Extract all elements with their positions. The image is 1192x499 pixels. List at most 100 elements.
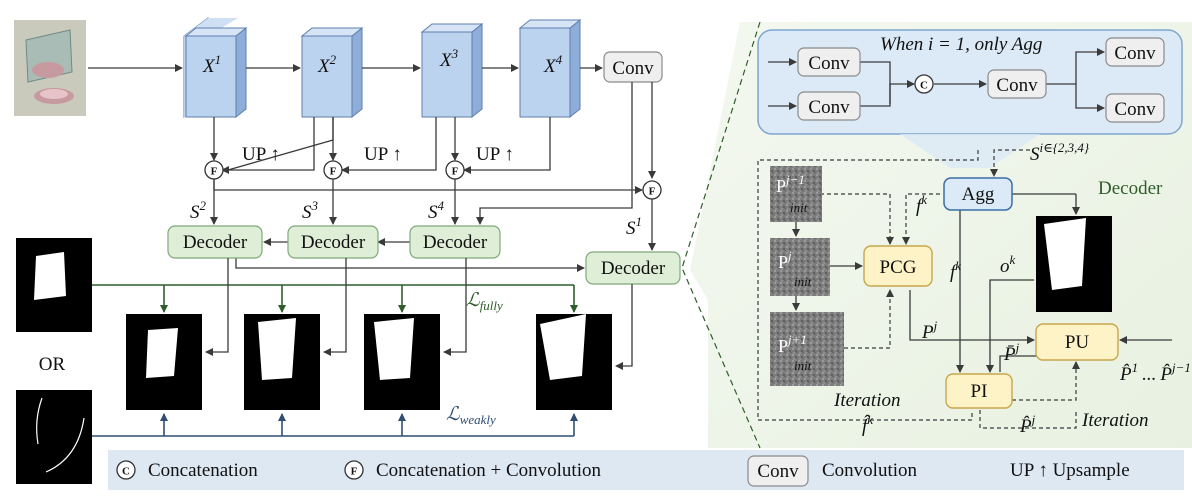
legend-bar bbox=[108, 450, 1184, 490]
pcg-box-label: PCG bbox=[880, 257, 917, 278]
legend-concat: C Concatenation bbox=[116, 460, 258, 481]
decoder-box-3 bbox=[409, 225, 501, 259]
agg-conv-5-label: Conv bbox=[1114, 99, 1156, 120]
svg-text:Pj: Pj bbox=[778, 248, 792, 272]
decoder-box-4-label: Decoder bbox=[601, 258, 666, 279]
conv-box-top bbox=[603, 51, 663, 83]
prior-init-j: Pj init bbox=[770, 238, 830, 296]
pi-box bbox=[945, 373, 1013, 409]
prior-init-j-minus-1: Pj−1 init bbox=[770, 166, 822, 222]
pu-box bbox=[1035, 323, 1119, 361]
phat-sequence-label: P̂1...P̂j−1 bbox=[1119, 360, 1191, 385]
fully-loss-label: ℒfully bbox=[466, 290, 503, 313]
agg-conv-2 bbox=[797, 91, 861, 121]
legend-concat-label: Concatenation bbox=[148, 460, 258, 481]
fusion-node-2: F bbox=[323, 160, 343, 180]
or-label: OR bbox=[39, 354, 66, 375]
decoder-box-2-label: Decoder bbox=[301, 232, 366, 253]
agg-conv-5 bbox=[1105, 93, 1165, 123]
agg-conv-1-label: Conv bbox=[808, 53, 850, 74]
f-k-label-2: fk bbox=[950, 258, 961, 283]
decoder-output-arrows bbox=[205, 258, 633, 370]
decoder-section-label: Decoder bbox=[1098, 178, 1163, 199]
svg-text:Pj−1: Pj−1 bbox=[776, 172, 805, 196]
encoder-block-x4 bbox=[518, 18, 582, 119]
conv-box-top-label: Conv bbox=[612, 58, 654, 79]
svg-text:Conv: Conv bbox=[757, 461, 799, 482]
up-label-3: UP ↑ bbox=[476, 144, 514, 165]
agg-conv-3 bbox=[987, 69, 1047, 99]
agg-conv-1 bbox=[797, 47, 861, 77]
pcg-box bbox=[863, 245, 933, 287]
full-mask-supervision bbox=[16, 238, 92, 332]
decoder-box-1-label: Decoder bbox=[183, 232, 248, 253]
svg-text:init: init bbox=[794, 274, 812, 289]
decoder-box-3-label: Decoder bbox=[423, 232, 488, 253]
fully-supervision-lines bbox=[92, 284, 578, 313]
encoder-block-x2 bbox=[300, 26, 364, 119]
o-k-label: ok bbox=[1000, 252, 1016, 277]
agg-box-label: Agg bbox=[962, 184, 995, 205]
agg-box bbox=[943, 177, 1013, 211]
up-label-1: UP ↑ bbox=[242, 144, 280, 165]
legend-fusion-label: Concatenation + Convolution bbox=[376, 460, 601, 481]
s3-label: S3 bbox=[302, 198, 319, 223]
legend-conv-label: Convolution bbox=[822, 460, 918, 481]
pi-box-label: PI bbox=[971, 381, 988, 402]
svg-text:Pj+1: Pj+1 bbox=[778, 332, 807, 356]
s4-label: S4 bbox=[428, 198, 445, 223]
fhat-k-label: f̂k bbox=[862, 412, 873, 437]
fusion-node-3: F bbox=[445, 160, 465, 180]
decoder-box-1 bbox=[167, 225, 263, 259]
svg-text:C: C bbox=[920, 80, 928, 92]
svg-text:init: init bbox=[794, 358, 812, 373]
svg-text:F: F bbox=[351, 466, 358, 478]
pu-box-label: PU bbox=[1065, 332, 1090, 353]
detail-output-mask bbox=[1036, 216, 1112, 312]
svg-text:F: F bbox=[649, 186, 656, 198]
svg-text:init: init bbox=[790, 200, 808, 215]
agg-panel-lines bbox=[768, 48, 1105, 112]
up-label-2: UP ↑ bbox=[364, 144, 402, 165]
f-k-label-1: fk bbox=[916, 192, 927, 217]
encoder-block-x1 bbox=[183, 17, 248, 119]
x2-label: X2 bbox=[317, 52, 337, 77]
input-image bbox=[14, 20, 86, 116]
x3-label: X3 bbox=[439, 46, 459, 71]
agg-panel-funnel bbox=[900, 134, 1040, 168]
decoder-box-4 bbox=[585, 251, 681, 285]
svg-text:F: F bbox=[452, 166, 459, 178]
legend-conv: Conv Convolution bbox=[747, 455, 918, 487]
fusion-node-1: F bbox=[204, 160, 224, 180]
iteration-label-right: Iteration bbox=[1081, 410, 1149, 431]
prediction-mask-2 bbox=[244, 314, 320, 410]
encoder-block-x3 bbox=[420, 22, 484, 119]
s2-label: S2 bbox=[190, 198, 207, 223]
prediction-mask-3 bbox=[364, 314, 440, 410]
decoder-detail-lines bbox=[757, 149, 1172, 429]
phat-j-label: P̂j bbox=[1019, 412, 1036, 437]
prediction-mask-1 bbox=[126, 314, 202, 410]
agg-conv-3-label: Conv bbox=[996, 75, 1038, 96]
fusion-node-4: F bbox=[642, 180, 662, 200]
weakly-loss-label: ℒweakly bbox=[446, 404, 496, 427]
iteration-label-left: Iteration bbox=[833, 390, 901, 411]
prior-init-j-plus-1: Pj+1 init bbox=[770, 312, 844, 386]
agg-conv-4 bbox=[1105, 37, 1165, 67]
pbar-j-label: P̄j bbox=[1003, 340, 1020, 365]
legend-upsample-label: UP ↑ Upsample bbox=[1010, 460, 1130, 481]
legend-fusion: F Concatenation + Convolution bbox=[344, 460, 601, 481]
agg-conv-2-label: Conv bbox=[808, 97, 850, 118]
agg-conv-4-label: Conv bbox=[1114, 43, 1156, 64]
p-j-label: Pj bbox=[921, 318, 938, 343]
s-i-label: Si∈{2,3,4} bbox=[1030, 140, 1090, 165]
decoder-connections bbox=[210, 179, 656, 272]
x1-label: X1 bbox=[202, 52, 221, 77]
weakly-supervision-lines bbox=[92, 413, 578, 437]
agg-panel-title: When i = 1, only Agg bbox=[880, 34, 1042, 55]
svg-text:F: F bbox=[211, 166, 218, 178]
svg-text:C: C bbox=[122, 466, 130, 478]
agg-concat-node: C bbox=[914, 74, 934, 94]
x4-label: X4 bbox=[543, 52, 563, 77]
